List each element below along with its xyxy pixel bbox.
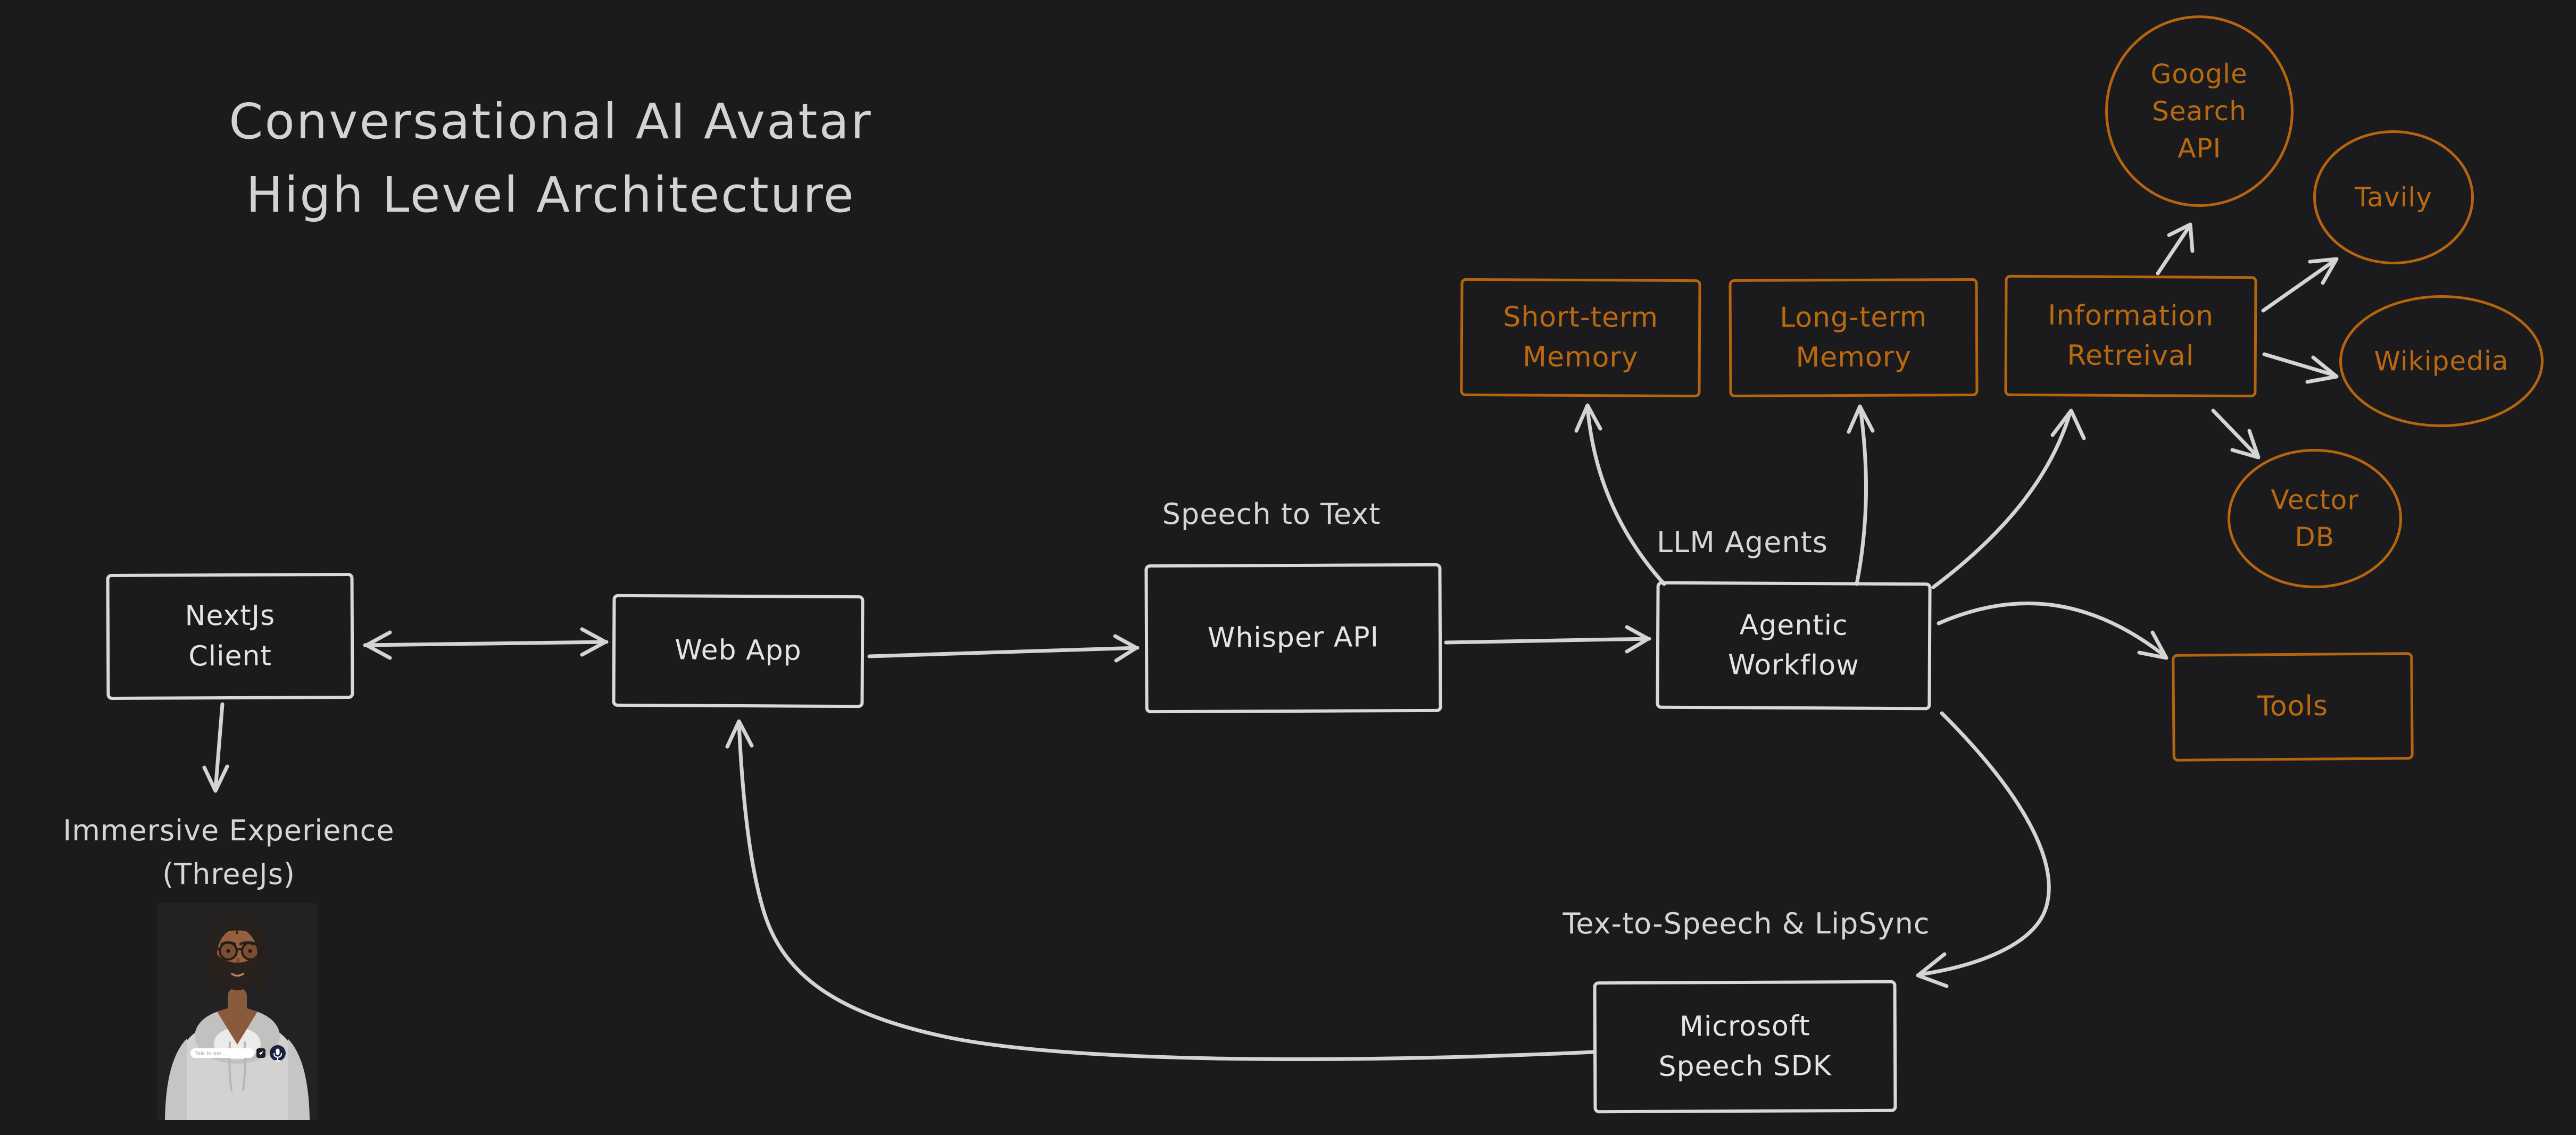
edge-inforetreival-wikipedia bbox=[2262, 352, 2339, 384]
edge-inforetreival-tavily bbox=[2261, 257, 2339, 313]
edge-nextjs-webapp bbox=[363, 627, 609, 660]
edge-agentic-tools bbox=[1937, 602, 2168, 660]
diagram-title-line2: High Level Architecture bbox=[246, 166, 855, 223]
node-whisper-api: Whisper API bbox=[1144, 563, 1442, 714]
diagram-title: Conversational AI Avatar High Level Arch… bbox=[122, 85, 979, 232]
avatar-chat-bar: Talk to me... bbox=[190, 1045, 286, 1062]
talk-input[interactable] bbox=[190, 1048, 254, 1058]
node-wikipedia: Wikipedia bbox=[2339, 295, 2544, 428]
node-agentic-workflow-label: Agentic Workflow bbox=[1727, 609, 1859, 682]
edge-agentic-shortterm bbox=[1574, 403, 1666, 586]
node-vector-db-label: Vector DB bbox=[2271, 484, 2359, 553]
node-long-term-memory: Long-term Memory bbox=[1729, 278, 1979, 398]
node-google-search-api-label: Google Search API bbox=[2150, 58, 2248, 164]
node-wikipedia-label: Wikipedia bbox=[2374, 345, 2509, 377]
edge-nextjs-immersive bbox=[202, 702, 229, 793]
avatar-glasses bbox=[214, 941, 265, 961]
node-microsoft-speech-sdk: Microsoft Speech SDK bbox=[1593, 980, 1897, 1114]
label-tts-lipsync: Tex-to-Speech & LipSync bbox=[1563, 907, 1930, 940]
node-vector-db: Vector DB bbox=[2227, 448, 2403, 589]
node-long-term-memory-label: Long-term Memory bbox=[1780, 301, 1927, 374]
edge-inforetreival-google bbox=[2156, 222, 2195, 276]
label-llm-agents: LLM Agents bbox=[1657, 525, 1828, 559]
node-nextjs-client-label: NextJs Client bbox=[185, 599, 276, 672]
node-microsoft-speech-sdk-label: Microsoft Speech SDK bbox=[1658, 1010, 1832, 1083]
node-google-search-api: Google Search API bbox=[2105, 15, 2294, 207]
edge-whisper-agentic bbox=[1444, 625, 1651, 654]
node-tavily: Tavily bbox=[2313, 130, 2474, 265]
edge-webapp-whisper bbox=[867, 634, 1140, 663]
label-immersive-experience: Immersive Experience bbox=[63, 814, 395, 847]
diagram-title-line1: Conversational AI Avatar bbox=[229, 93, 872, 150]
send-icon bbox=[259, 1050, 264, 1055]
label-speech-to-text: Speech to Text bbox=[1162, 497, 1381, 531]
node-information-retreival: Information Retreival bbox=[2004, 274, 2257, 398]
edge-inforetreival-vectordb bbox=[2211, 408, 2261, 460]
node-web-app-label: Web App bbox=[675, 634, 802, 667]
node-tavily-label: Tavily bbox=[2354, 181, 2433, 213]
node-tools: Tools bbox=[2172, 652, 2414, 762]
label-threejs: (ThreeJs) bbox=[162, 857, 295, 891]
node-nextjs-client: NextJs Client bbox=[106, 572, 354, 700]
edge-agentic-longterm bbox=[1847, 404, 1875, 586]
node-information-retreival-label: Information Retreival bbox=[2048, 299, 2214, 372]
edge-agentic-speechsdk bbox=[1916, 711, 2051, 988]
node-short-term-memory-label: Short-term Memory bbox=[1503, 301, 1659, 374]
edge-speechsdk-webapp bbox=[725, 719, 1596, 1061]
node-web-app: Web App bbox=[612, 594, 865, 708]
edge-agentic-inforetreival bbox=[1931, 408, 2086, 589]
node-short-term-memory: Short-term Memory bbox=[1460, 278, 1701, 398]
node-tools-label: Tools bbox=[2257, 690, 2329, 723]
avatar-image: Talk to me... bbox=[157, 903, 317, 1120]
node-whisper-api-label: Whisper API bbox=[1207, 621, 1380, 654]
mic-icon bbox=[273, 1048, 282, 1062]
node-agentic-workflow: Agentic Workflow bbox=[1656, 581, 1932, 711]
talk-input-placeholder: Talk to me... bbox=[195, 1051, 226, 1057]
